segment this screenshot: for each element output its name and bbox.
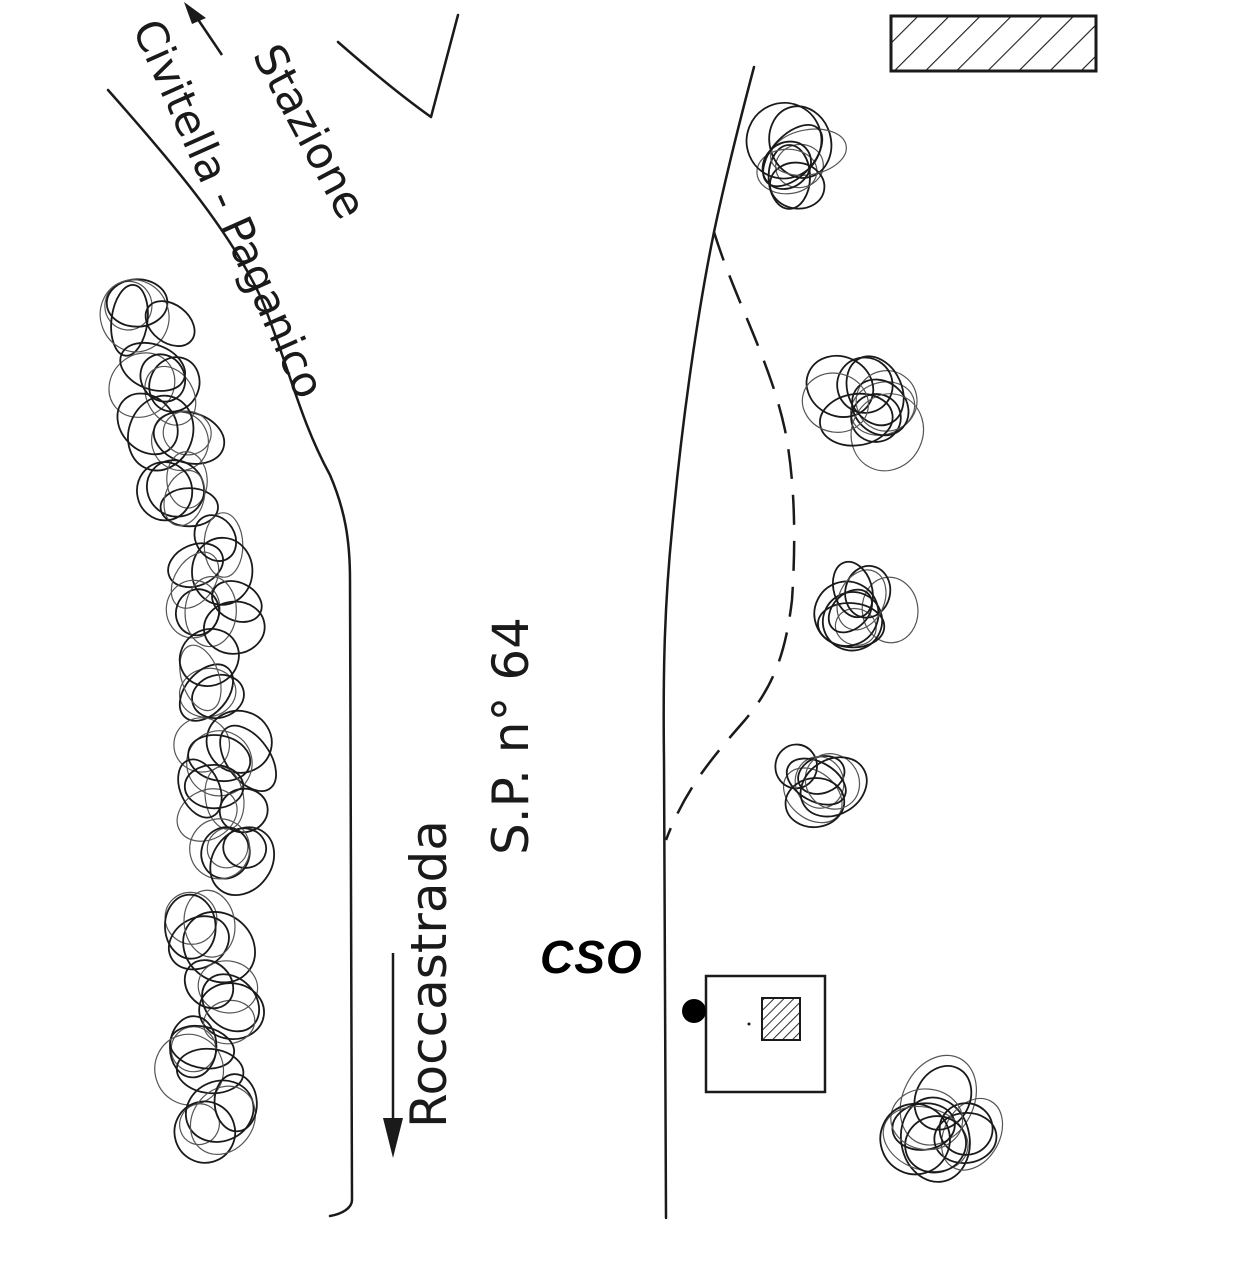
arrow-down-icon — [383, 953, 403, 1158]
filled-circle-icon — [682, 999, 706, 1023]
top-destination-line1: Stazione — [242, 36, 376, 227]
corner-line — [336, 13, 460, 119]
road-edge-right — [662, 65, 756, 1220]
site-marker-label: CSO — [540, 931, 643, 983]
scribble-tree-icon — [136, 451, 219, 528]
hatched-building-icon — [889, 14, 1098, 73]
hatched-structure-icon — [761, 997, 801, 1041]
road-name-label: S.P. n° 64 — [482, 617, 540, 855]
tiny-dot — [747, 1022, 751, 1026]
scribble-tree-icon — [99, 278, 196, 357]
dashed-track — [664, 231, 796, 841]
trees-group — [99, 101, 1004, 1183]
scribble-tree-icon — [745, 101, 847, 210]
bottom-destination-label: Roccastrada — [400, 820, 458, 1128]
scribble-tree-icon — [116, 392, 226, 472]
scribble-tree-icon — [801, 354, 925, 472]
scribble-tree-icon — [176, 758, 269, 842]
scribble-tree-icon — [189, 818, 276, 896]
arrow-up-left-icon — [184, 2, 224, 56]
scribble-tree-icon — [813, 560, 919, 652]
scribble-tree-icon — [164, 889, 256, 984]
scribble-tree-icon — [183, 959, 265, 1045]
scribble-tree-icon — [108, 341, 201, 426]
scribble-tree-icon — [879, 1054, 1004, 1183]
scribble-tree-icon — [173, 709, 277, 797]
scribble-tree-icon — [774, 743, 868, 829]
road-edge-left — [106, 88, 354, 1218]
scribble-tree-icon — [178, 628, 245, 722]
scribble-tree-icon — [173, 1073, 258, 1164]
